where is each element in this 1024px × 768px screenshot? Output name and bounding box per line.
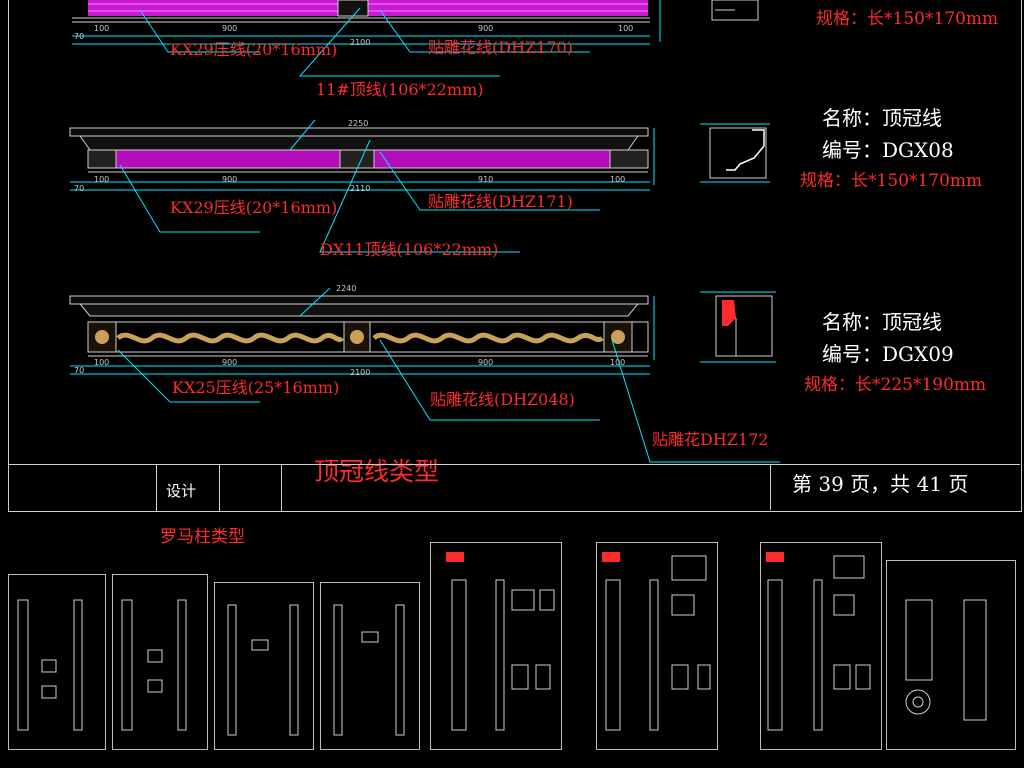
row2-dim: 2250 <box>348 119 369 128</box>
column-sheet-thumbnail <box>596 542 718 750</box>
row2-dim: 100 <box>94 175 110 184</box>
row3-spec: 规格：长*225*190mm <box>804 375 987 395</box>
row1-callout-carving: 贴雕花线(DHZ170) <box>428 38 573 57</box>
row3-code: 编号：DGX09 <box>822 342 954 366</box>
column-sheet-thumbnail <box>8 574 106 750</box>
row3-name: 名称：顶冠线 <box>822 310 942 334</box>
column-sheet-thumbnail <box>886 560 1016 750</box>
column-sheet-thumbnail <box>760 542 882 750</box>
row1-dim: 900 <box>478 24 494 33</box>
row2-spec: 规格：长*150*170mm <box>800 171 983 191</box>
row2-code: 编号：DGX08 <box>822 138 954 162</box>
row3-dim: 100 <box>94 358 110 367</box>
row1-dim: 900 <box>222 24 238 33</box>
row2-callout-pressline: KX29压线(20*16mm) <box>170 198 338 217</box>
row2-dim: 100 <box>610 175 626 184</box>
drawing-sheet-frame <box>8 0 1022 512</box>
row1-callout-topline: 11#顶线(106*22mm) <box>316 80 484 99</box>
row1-callout-pressline: KX29压线(20*16mm) <box>170 40 338 59</box>
column-sheet-thumbnail <box>320 582 420 750</box>
row2-callout-topline: DX11顶线(106*22mm) <box>320 240 499 259</box>
row2-dim: 910 <box>478 175 494 184</box>
row3-dim: 100 <box>610 358 626 367</box>
row1-dim: 2100 <box>350 38 371 47</box>
row1-dim: 100 <box>618 24 634 33</box>
title-block <box>8 464 282 512</box>
row2-dim: 900 <box>222 175 238 184</box>
row3-dim: 900 <box>478 358 494 367</box>
title-block-divider <box>770 464 771 510</box>
elevation-drawings <box>69 0 780 463</box>
row1-dim: 100 <box>94 24 110 33</box>
row1-spec: 规格：长*150*170mm <box>816 9 999 29</box>
row3-dim: 2240 <box>336 284 357 293</box>
row1-elevation <box>72 0 759 77</box>
row3-callout-pressline: KX25压线(25*16mm) <box>172 378 340 397</box>
row3-dim: 70 <box>74 366 85 375</box>
row2-dim: 2110 <box>350 184 371 193</box>
row3-elevation <box>69 287 780 463</box>
design-label: 设计 <box>166 482 197 500</box>
page-indicator: 第 39 页，共 41 页 <box>792 472 969 496</box>
row3-dim: 900 <box>222 358 238 367</box>
row3-callout-flower: 贴雕花DHZ172 <box>652 430 769 449</box>
roman-column-heading: 罗马柱类型 <box>160 527 245 547</box>
row2-dim: 70 <box>74 184 85 193</box>
title-block-cell <box>156 464 220 512</box>
row2-callout-carving: 贴雕花线(DHZ171) <box>428 192 573 211</box>
row2-name: 名称：顶冠线 <box>822 106 942 130</box>
column-sheet-thumbnail <box>214 582 314 750</box>
sheet-title: 顶冠线类型 <box>314 457 440 486</box>
row1-dim: 70 <box>74 32 85 41</box>
row3-callout-carving: 贴雕花线(DHZ048) <box>430 390 575 409</box>
row2-elevation <box>69 119 770 253</box>
row3-dim: 2100 <box>350 368 371 377</box>
title-block-topline <box>280 464 1020 465</box>
